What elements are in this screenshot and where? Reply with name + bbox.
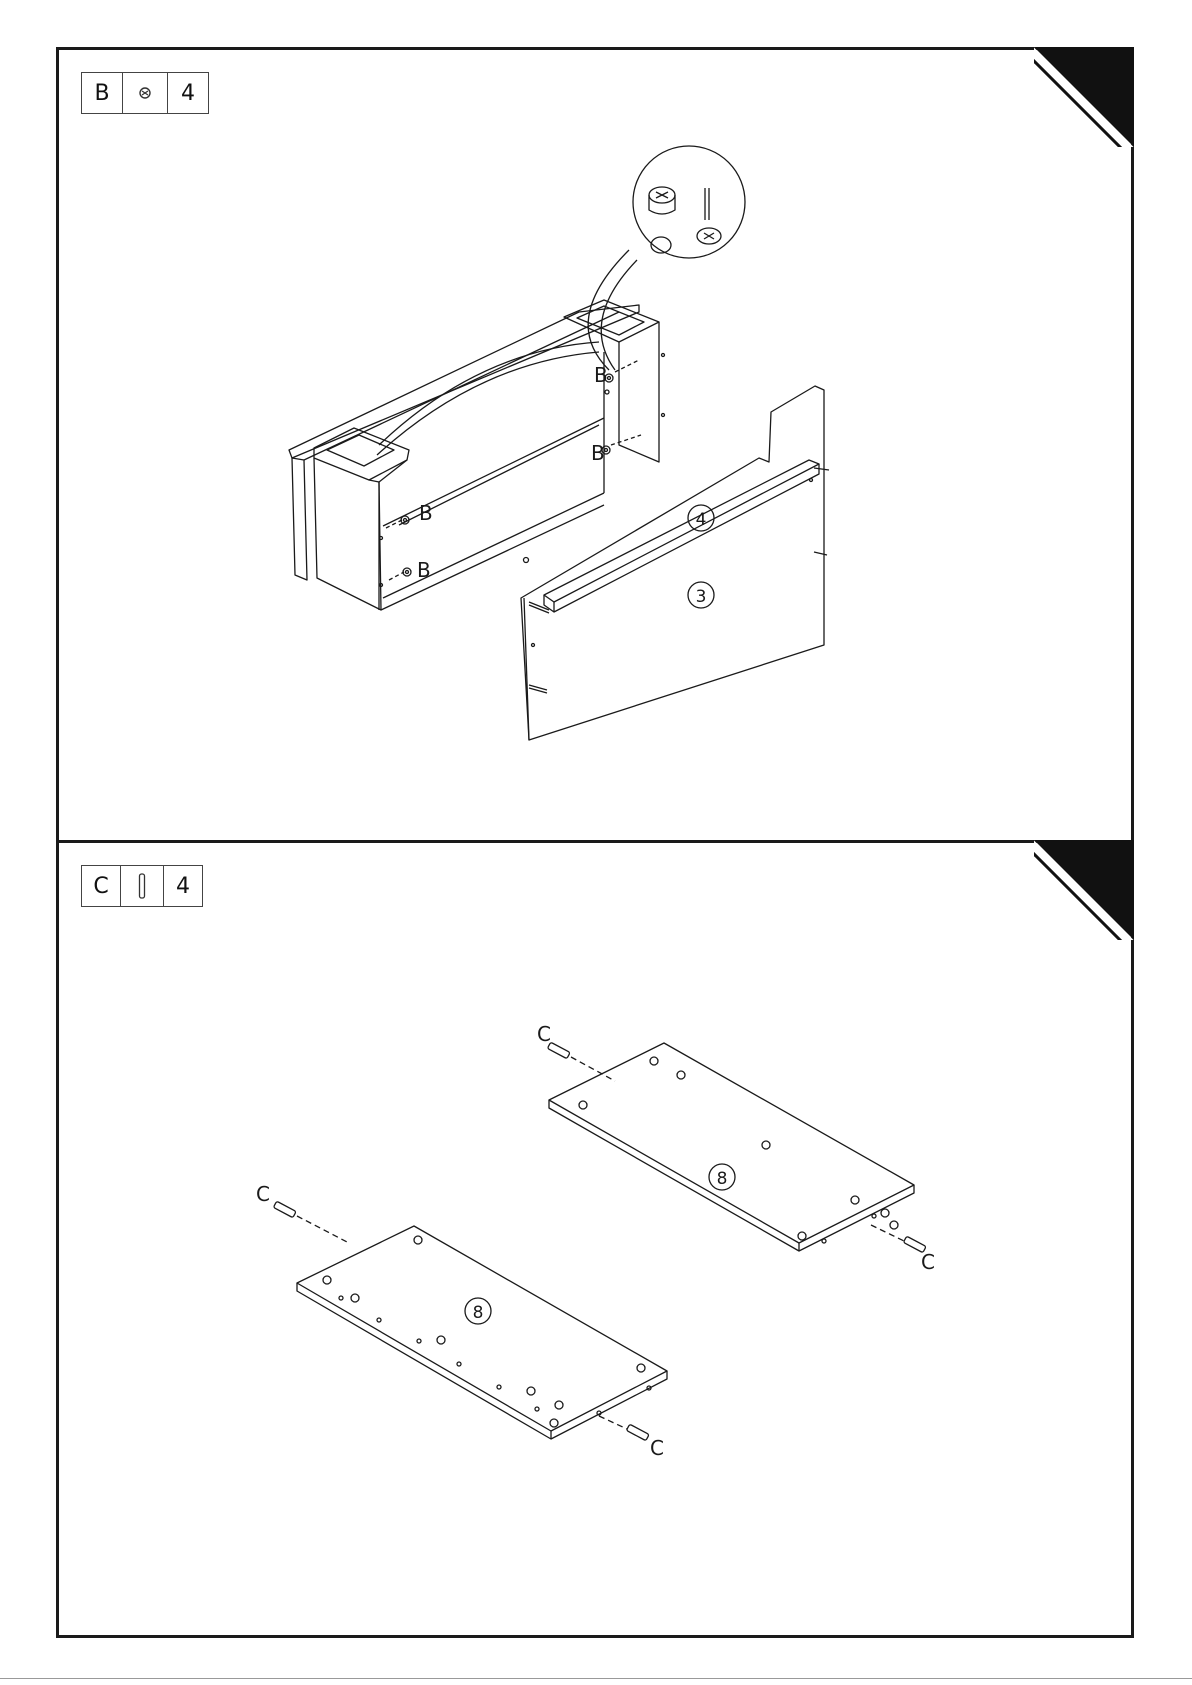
hardware-label-c: C bbox=[256, 1182, 270, 1206]
hardware-label-c: C bbox=[921, 1250, 935, 1274]
hardware-label-c: C bbox=[650, 1436, 664, 1460]
step-2-drawing: 8 8 C C C C bbox=[59, 843, 1137, 1641]
panel-number-3: 3 bbox=[696, 587, 707, 607]
step-1-panel: B 4 bbox=[56, 47, 1134, 843]
page-bottom-rule bbox=[0, 1678, 1192, 1679]
hardware-label-b: B bbox=[419, 501, 433, 525]
hardware-label-b: B bbox=[591, 441, 605, 465]
panel-number-8: 8 bbox=[717, 1169, 728, 1189]
step-1-drawing: 4 3 B B B B bbox=[59, 50, 1137, 846]
hardware-label-b: B bbox=[417, 558, 431, 582]
hardware-label-b: B bbox=[594, 363, 608, 387]
step-2-panel: C 4 bbox=[56, 840, 1134, 1638]
hardware-label-c: C bbox=[537, 1022, 551, 1046]
panel-number-8: 8 bbox=[473, 1303, 484, 1323]
panel-number-4: 4 bbox=[696, 510, 707, 530]
